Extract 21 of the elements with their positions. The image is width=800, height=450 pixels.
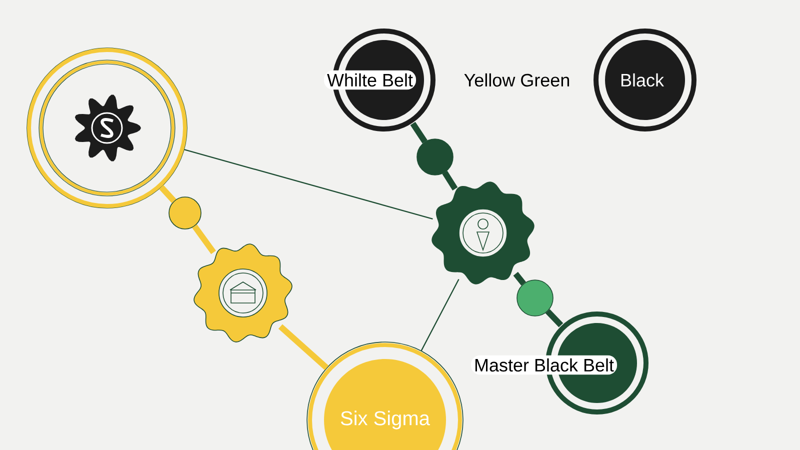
belt-label: Six Sigma <box>340 410 430 430</box>
connector-dot <box>516 280 554 316</box>
title-circle <box>306 342 464 450</box>
connector-line <box>513 272 526 286</box>
connector-line <box>159 185 176 204</box>
connector-line <box>192 224 216 254</box>
icon-ring <box>26 48 188 208</box>
connector-line <box>278 324 329 370</box>
belt-label: Black <box>621 73 664 87</box>
connector-line <box>442 170 458 190</box>
belt-label: Master Black Belt <box>470 355 618 375</box>
badge-icon <box>194 244 292 342</box>
connector-dot <box>168 196 202 230</box>
connector-line <box>410 122 428 144</box>
belt-label: Yellow Green <box>464 73 570 87</box>
link-line <box>184 148 433 220</box>
connector-dot <box>416 138 454 176</box>
link-line <box>420 278 460 352</box>
belt-circle <box>594 28 696 132</box>
badge-icon <box>432 182 534 284</box>
connector-line <box>545 309 564 328</box>
